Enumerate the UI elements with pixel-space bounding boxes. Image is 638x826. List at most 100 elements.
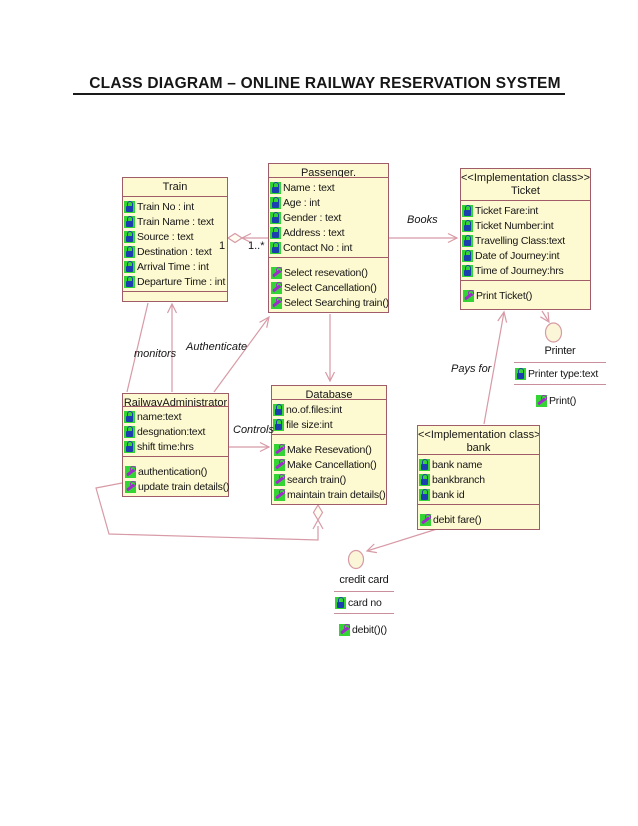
class-database-attributes: no.of.files:int file size:int <box>272 400 386 435</box>
class-ticket-title: <<Implementation class>> Ticket <box>461 169 590 201</box>
attribute-row: Train No : int <box>124 199 226 214</box>
arrowhead-to-passenger <box>259 315 270 328</box>
attribute-row: Age : int <box>270 195 387 210</box>
attribute-label: name:text <box>137 410 182 423</box>
wrench-icon <box>125 465 136 478</box>
attribute-row: bank name <box>419 457 538 472</box>
class-railway-administrator: RailwayAdministrator name:text desgnatio… <box>122 393 230 497</box>
lock-icon <box>270 181 281 194</box>
lock-icon <box>462 204 473 217</box>
printer-name: Printer <box>544 345 576 357</box>
stereotype-label: <<Implementation class>> <box>461 172 590 184</box>
method-label: Print Ticket() <box>476 289 533 302</box>
wrench-icon <box>420 513 431 526</box>
arrowhead-to-creditcard <box>365 543 377 554</box>
lock-icon <box>462 219 473 232</box>
credit-card-methods: debit()() <box>334 614 394 637</box>
wrench-icon <box>271 296 282 309</box>
class-ticket-name: Ticket <box>511 185 540 197</box>
lock-icon <box>515 367 526 380</box>
method-label: update train details() <box>138 480 230 493</box>
lock-icon <box>462 249 473 262</box>
method-row: maintain train details() <box>274 487 386 502</box>
attribute-row: Train Name : text <box>124 214 226 229</box>
attribute-label: file size:int <box>286 418 333 431</box>
printer-methods: Print() <box>514 385 606 408</box>
interface-credit-card: credit card card no debit()() <box>334 574 394 637</box>
class-ticket: <<Implementation class>> Ticket Ticket F… <box>460 168 591 310</box>
arrowhead-to-train-top <box>166 302 178 314</box>
interface-printer: Printer Printer type:text Print() <box>514 345 606 408</box>
label-pays-for: Pays for <box>451 363 492 375</box>
attribute-row: no.of.files:int <box>273 402 385 417</box>
lock-icon <box>273 418 284 431</box>
lock-icon <box>124 200 135 213</box>
method-label: authentication() <box>138 465 208 478</box>
wrench-icon <box>125 480 136 493</box>
attribute-row: shift time:hrs <box>124 439 227 454</box>
class-bank-title: <<Implementation class>> bank <box>418 426 539 455</box>
aggregation-diamond-database <box>312 503 324 522</box>
credit-card-attributes: card no <box>334 591 394 614</box>
attribute-label: Destination : text <box>137 245 212 258</box>
multiplicity-train: 1 <box>219 240 226 252</box>
class-passenger-attributes: Name : text Age : int Gender : text Addr… <box>269 178 388 258</box>
attribute-label: Train Name : text <box>137 215 214 228</box>
method-label: Select Searching train() <box>284 296 389 309</box>
wrench-icon <box>536 394 547 407</box>
method-row: search train() <box>274 472 385 487</box>
attribute-label: Contact No : int <box>283 241 353 254</box>
class-database: Database no.of.files:int file size:int M… <box>271 385 387 505</box>
attribute-row: Departure Time : int <box>124 274 226 289</box>
wrench-icon <box>463 289 474 302</box>
class-railway-administrator-attributes: name:text desgnation:text shift time:hrs <box>123 407 228 457</box>
method-label: Make Cancellation() <box>287 458 377 471</box>
lock-icon <box>273 403 284 416</box>
creditcard-interface-circle <box>347 549 365 570</box>
attribute-row: name:text <box>124 409 227 424</box>
class-train: Train Train No : int Train Name : text S… <box>122 177 228 302</box>
lock-icon <box>270 226 281 239</box>
method-label: maintain train details() <box>287 488 386 501</box>
aggregation-diamond-train <box>226 232 244 244</box>
class-bank: <<Implementation class>> bank bank name … <box>417 425 540 530</box>
method-row: debit()() <box>339 622 394 637</box>
wrench-icon <box>274 473 285 486</box>
multiplicity-passenger: 1..* <box>248 240 265 252</box>
association-bank-creditcard <box>366 528 438 552</box>
method-label: Select resevation() <box>284 266 368 279</box>
attribute-label: Ticket Fare:int <box>475 204 539 217</box>
wrench-icon <box>339 623 350 636</box>
page-title-text: CLASS DIAGRAM – ONLINE RAILWAY RESERVATI… <box>73 75 565 95</box>
attribute-label: Date of Journey:int <box>475 249 560 262</box>
class-bank-methods: debit fare() <box>418 505 539 529</box>
credit-card-name: credit card <box>339 574 389 586</box>
attribute-label: Source : text <box>137 230 194 243</box>
method-label: Print() <box>549 394 577 407</box>
lock-icon <box>124 230 135 243</box>
label-books: Books <box>407 214 438 226</box>
label-authenticate: Authenticate <box>186 341 248 353</box>
attribute-row: Destination : text <box>124 244 226 259</box>
attribute-label: bank id <box>432 488 465 501</box>
association-admin-database-routed <box>95 482 319 541</box>
association-pays-for <box>483 311 505 425</box>
attribute-row: bankbranch <box>419 472 538 487</box>
method-row: Select Searching train() <box>271 295 389 310</box>
class-ticket-attributes: Ticket Fare:int Ticket Number:int Travel… <box>461 201 590 281</box>
association-monitors <box>126 302 149 393</box>
attribute-label: desgnation:text <box>137 425 206 438</box>
method-row: Make Cancellation() <box>274 457 385 472</box>
lock-icon <box>124 410 135 423</box>
printer-interface-circle <box>544 322 563 343</box>
method-label: Make Resevation() <box>287 443 372 456</box>
method-label: debit fare() <box>433 513 482 526</box>
attribute-row: Contact No : int <box>270 240 387 255</box>
attribute-row: Address : text <box>270 225 387 240</box>
attribute-row: Printer type:text <box>515 366 605 381</box>
attribute-label: Time of Journey:hrs <box>475 264 564 277</box>
arrowhead-to-printer <box>540 311 550 324</box>
method-row: debit fare() <box>420 512 538 527</box>
class-passenger-methods: Select resevation() Select Cancellation(… <box>269 258 389 312</box>
method-row: authentication() <box>125 464 227 479</box>
